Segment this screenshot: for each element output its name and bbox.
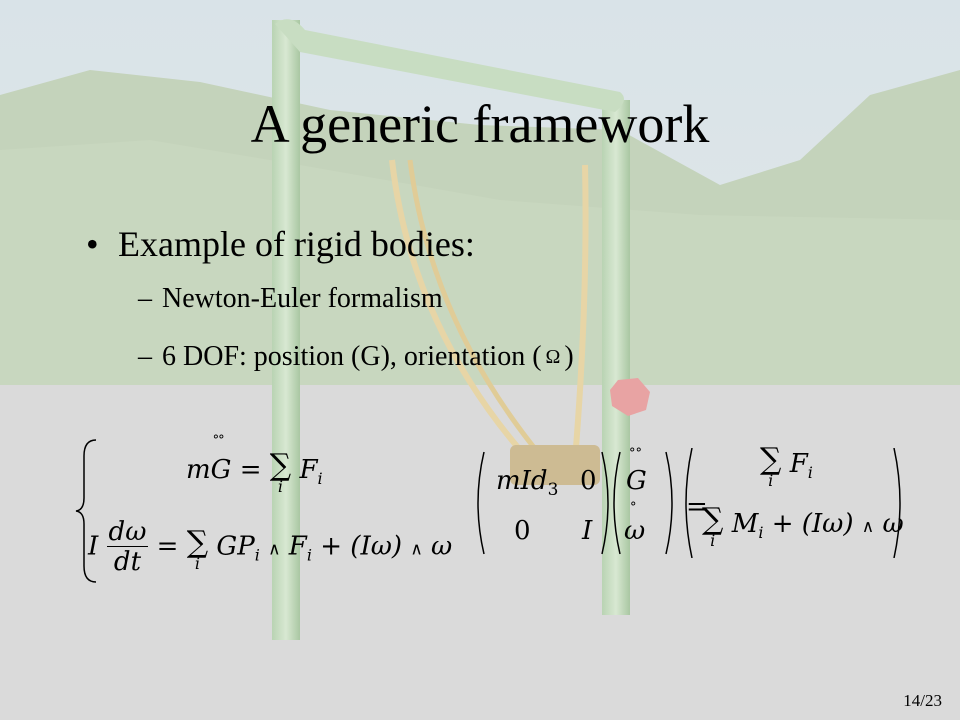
matrix-brackets bbox=[477, 448, 901, 558]
omega-symbol: Ω bbox=[545, 346, 561, 368]
bullet-dot: • bbox=[86, 224, 99, 264]
swing-seat bbox=[510, 445, 600, 485]
red-ball bbox=[610, 378, 650, 416]
sub-item-1: –Newton-Euler formalism bbox=[138, 282, 443, 316]
page-number: 14/23 bbox=[903, 691, 942, 710]
sub-dash: – bbox=[138, 283, 152, 314]
swing-ropes bbox=[389, 159, 523, 452]
sub-item-2: –6 DOF: position (G), orientation (Ω) bbox=[138, 340, 574, 374]
bullet-text: Example of rigid bodies: bbox=[118, 224, 475, 264]
equation-euler: I dω dt = ∑i GPi ∧ Fi + (Iω) ∧ ω bbox=[88, 517, 453, 577]
ground bbox=[0, 385, 960, 720]
equation-newton: m°°G = ∑i Fi bbox=[186, 433, 323, 496]
sub-item-text: Newton-Euler formalism bbox=[162, 283, 443, 314]
sub-dash: – bbox=[138, 341, 152, 372]
rhs-force-sum: ∑i Fi bbox=[760, 442, 813, 490]
swing-pole-left bbox=[272, 20, 300, 640]
matrix-cell-I: I bbox=[582, 516, 593, 546]
left-brace bbox=[75, 439, 97, 583]
bullet-item: • Example of rigid bodies: bbox=[86, 222, 475, 266]
matrix-cell-zero: 0 bbox=[580, 466, 597, 496]
matrix-equals: = bbox=[686, 492, 708, 522]
vector-omega: °ω bbox=[624, 500, 646, 546]
vector-G: °°G bbox=[626, 446, 647, 496]
matrix-cell-zero: 0 bbox=[514, 516, 531, 546]
sub-item-text: 6 DOF: position (G), orientation ( bbox=[162, 341, 542, 372]
rhs-moment-sum: ∑i Mi + (Iω) ∧ ω bbox=[702, 502, 904, 550]
matrix-cell-mId3: mId3 bbox=[496, 466, 559, 500]
slide-title: A generic framework bbox=[250, 94, 710, 154]
sub-item-close: ) bbox=[564, 341, 574, 372]
swing-crossbar bbox=[275, 19, 624, 113]
